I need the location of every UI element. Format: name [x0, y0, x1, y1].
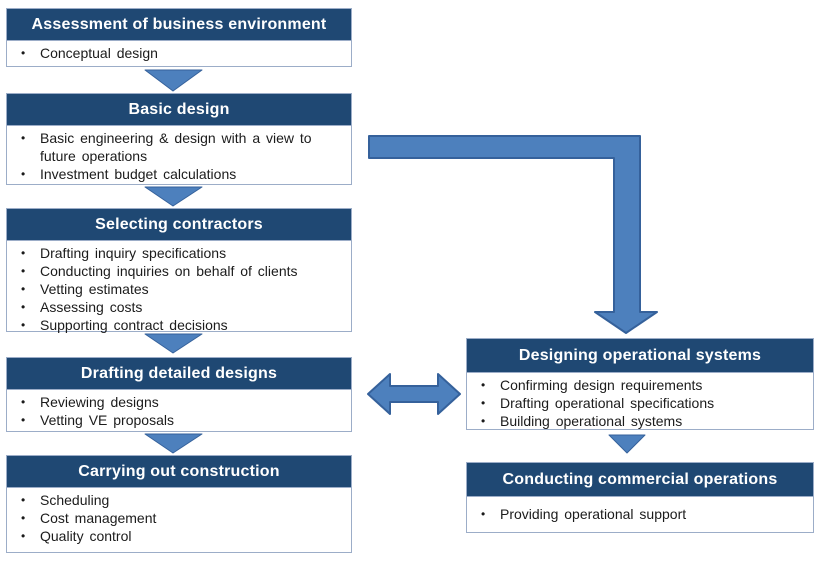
bullet-text: Building operational systems: [500, 413, 683, 429]
bullet-text: Assessing costs: [40, 299, 143, 315]
flow-box-drafting-detailed-designs: Drafting detailed designs • Reviewing des…: [6, 357, 352, 432]
bullet-text: Scheduling: [40, 492, 110, 508]
bullet-item: • Confirming design requirements: [467, 376, 807, 394]
bullet-item: • Vetting VE proposals: [7, 411, 345, 429]
bullet-dot-icon: •: [21, 395, 26, 409]
bullet-text: Drafting operational specifications: [500, 395, 715, 411]
bullet-list: • Conceptual design: [7, 41, 351, 66]
bullet-dot-icon: •: [481, 414, 486, 428]
flow-box-title: Drafting detailed designs: [7, 358, 351, 390]
flow-box-basic-design: Basic design • Basic engineering & design…: [6, 93, 352, 185]
bullet-dot-icon: •: [21, 264, 26, 278]
bullet-dot-icon: •: [21, 413, 26, 427]
bullet-text: Reviewing designs: [40, 394, 159, 410]
bullet-text: Quality control: [40, 528, 132, 544]
bullet-list: • Scheduling • Cost management • Quality cont…: [7, 488, 351, 552]
bullet-list: • Basic engineering & design with a view …: [7, 126, 351, 185]
bullet-item: • Conceptual design: [7, 44, 345, 62]
bullet-text: Providing operational support: [500, 506, 687, 522]
bullet-item: • Vetting estimates: [7, 280, 345, 298]
bullet-text: Vetting estimates: [40, 281, 149, 297]
bullet-text: Investment budget calculations: [40, 166, 237, 182]
bullet-dot-icon: •: [21, 529, 26, 543]
bullet-dot-icon: •: [21, 300, 26, 314]
bullet-dot-icon: •: [21, 131, 26, 145]
bullet-dot-icon: •: [481, 396, 486, 410]
assessment-to-basic-down-arrow-icon: [144, 69, 203, 92]
flow-box-designing-operational-systems: Designing operational systems • Confirmin…: [466, 338, 814, 430]
bullet-item: • Building operational systems: [467, 412, 807, 430]
flow-box-selecting-contractors: Selecting contractors • Drafting inquiry …: [6, 208, 352, 333]
drafting-designing-double-arrow-icon: [367, 373, 461, 415]
basic-to-designing-elbow-arrow-icon: [368, 135, 658, 334]
bullet-text: Supporting contract decisions: [40, 317, 228, 333]
bullet-text: Cost management: [40, 510, 157, 526]
bullet-dot-icon: •: [21, 511, 26, 525]
bullet-item: • Cost management: [7, 509, 345, 527]
bullet-item: • Providing operational support: [467, 505, 807, 523]
flow-box-carrying-out-construction: Carrying out construction • Scheduling • Co…: [6, 455, 352, 553]
bullet-item: • Drafting inquiry specifications: [7, 244, 345, 262]
bullet-dot-icon: •: [21, 46, 26, 60]
bullet-item: • Conducting inquiries on behalf of clien…: [7, 262, 345, 280]
drafting-to-construction-down-arrow-icon: [144, 433, 203, 454]
bullet-text: Conceptual design: [40, 45, 158, 61]
flow-box-title: Basic design: [7, 94, 351, 126]
flow-box-title: Assessment of business environment: [7, 9, 351, 41]
bullet-item: • Assessing costs: [7, 298, 345, 316]
flow-box-title: Carrying out construction: [7, 456, 351, 488]
bullet-dot-icon: •: [21, 167, 26, 181]
bullet-item: • Investment budget calculations: [7, 165, 345, 183]
flow-box-title: Designing operational systems: [467, 339, 813, 373]
bullet-item: • Basic engineering & design with a view …: [7, 129, 345, 165]
bullet-list: • Confirming design requirements • Drafting…: [467, 373, 813, 432]
bullet-dot-icon: •: [21, 493, 26, 507]
bullet-dot-icon: •: [21, 318, 26, 332]
bullet-dot-icon: •: [21, 282, 26, 296]
bullet-list: • Reviewing designs • Vetting VE proposals: [7, 390, 351, 431]
flow-box-title: Conducting commercial operations: [467, 463, 813, 497]
bullet-text: Confirming design requirements: [500, 377, 703, 393]
flow-box-assessment: Assessment of business environment • Conc…: [6, 8, 352, 67]
bullet-item: • Drafting operational specifications: [467, 394, 807, 412]
bullet-text: Conducting inquiries on behalf of client…: [40, 263, 298, 279]
bullet-dot-icon: •: [21, 246, 26, 260]
flow-box-title: Selecting contractors: [7, 209, 351, 241]
bullet-item: • Scheduling: [7, 491, 345, 509]
bullet-item: • Quality control: [7, 527, 345, 545]
bullet-list: • Drafting inquiry specifications • Conduct…: [7, 241, 351, 336]
bullet-text: Vetting VE proposals: [40, 412, 174, 428]
bullet-item: • Reviewing designs: [7, 393, 345, 411]
bullet-list: • Providing operational support: [467, 497, 813, 532]
bullet-item: • Supporting contract decisions: [7, 316, 345, 334]
bullet-dot-icon: •: [481, 507, 486, 521]
selecting-to-drafting-down-arrow-icon: [144, 333, 203, 354]
designing-to-commercial-down-arrow-icon: [608, 434, 646, 454]
bullet-text: Drafting inquiry specifications: [40, 245, 227, 261]
flow-box-conducting-commercial-operations: Conducting commercial operations • Provid…: [466, 462, 814, 533]
basic-to-selecting-down-arrow-icon: [144, 186, 203, 207]
bullet-dot-icon: •: [481, 378, 486, 392]
bullet-text: Basic engineering & design with a view t…: [40, 130, 312, 164]
